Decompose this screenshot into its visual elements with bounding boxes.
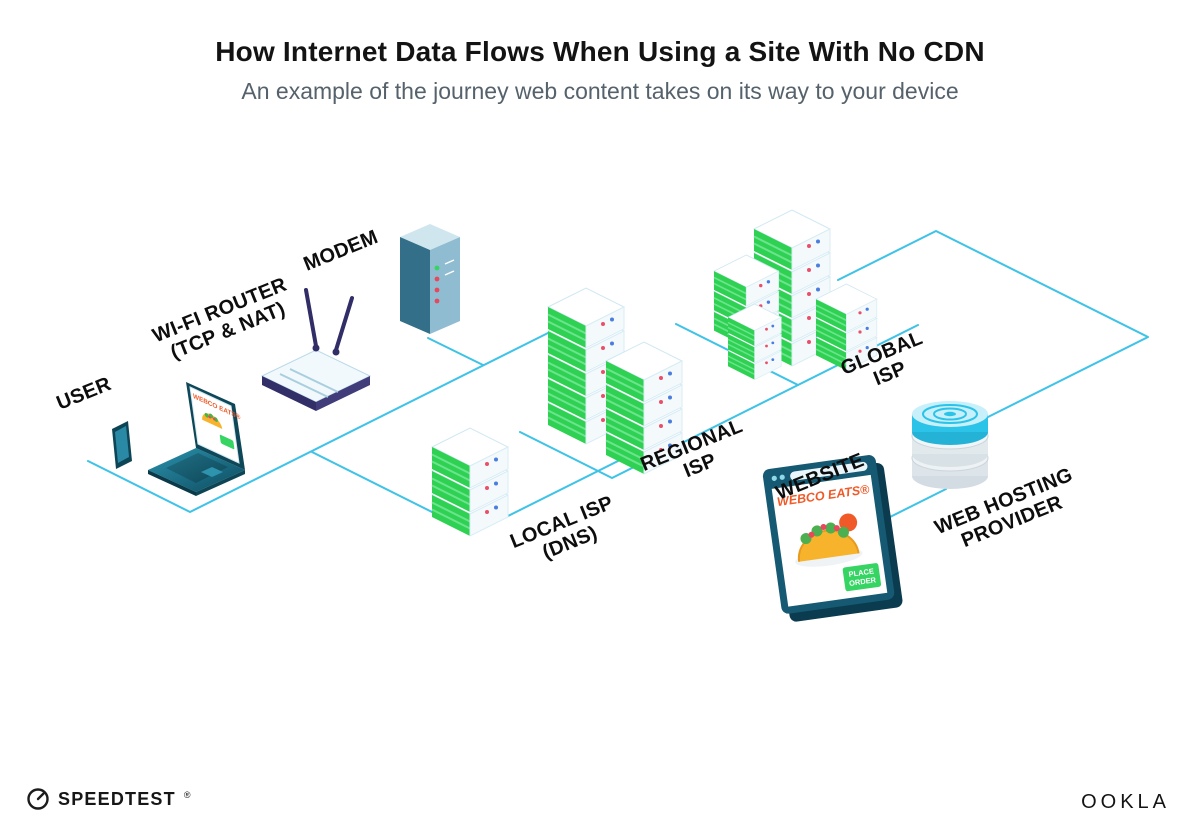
website-illustration: WEBCO EATS® PLACE ORDER [762, 455, 903, 622]
line-global-base [675, 323, 919, 386]
browser-url-bar [790, 461, 868, 481]
phone-icon [112, 421, 132, 469]
laptop-trackpad [201, 467, 223, 477]
line-global-to-hosting [837, 230, 1149, 418]
browser-dot-icon [771, 475, 777, 481]
ookla-logo: OOKLA [1081, 791, 1170, 814]
modem-led-lights [434, 265, 440, 304]
svg-text:ORDER: ORDER [848, 575, 877, 588]
router-vents [279, 368, 339, 398]
laptop-keys [166, 453, 228, 483]
registered-mark: ® [183, 790, 191, 800]
line-regional-to-global [703, 384, 799, 433]
line-modem-drop [427, 337, 484, 366]
page-subtitle: An example of the journey web content ta… [241, 78, 959, 104]
svg-text:PLACE: PLACE [848, 566, 874, 578]
router-antenna-icon [334, 296, 354, 352]
place-order-button: PLACE ORDER [842, 563, 882, 592]
router-antenna-icon [304, 288, 318, 348]
laptop-taco-icon [202, 412, 223, 430]
page-title: How Internet Data Flows When Using a Sit… [215, 36, 985, 67]
laptop-base [148, 448, 245, 492]
ookla-wordmark: OOKLA [1081, 791, 1170, 813]
local-isp-servers [432, 428, 508, 536]
router-body-top [260, 349, 372, 403]
browser-dot-icon [779, 474, 785, 480]
speedtest-logo: SPEEDTEST ® [26, 787, 190, 811]
speedtest-wordmark: SPEEDTEST [58, 788, 176, 809]
laptop-illustration: WEBCO EATS® [112, 382, 245, 496]
router-illustration [260, 288, 372, 411]
speedtest-gauge-icon [27, 788, 49, 810]
taco-icon [795, 513, 863, 567]
line-user-to-regional [87, 332, 549, 513]
modem-illustration [400, 224, 460, 334]
header: How Internet Data Flows When Using a Sit… [0, 36, 1200, 105]
laptop-order-button [219, 434, 235, 450]
web-hosting-illustration [911, 401, 989, 489]
database-cylinder-top [912, 401, 988, 445]
